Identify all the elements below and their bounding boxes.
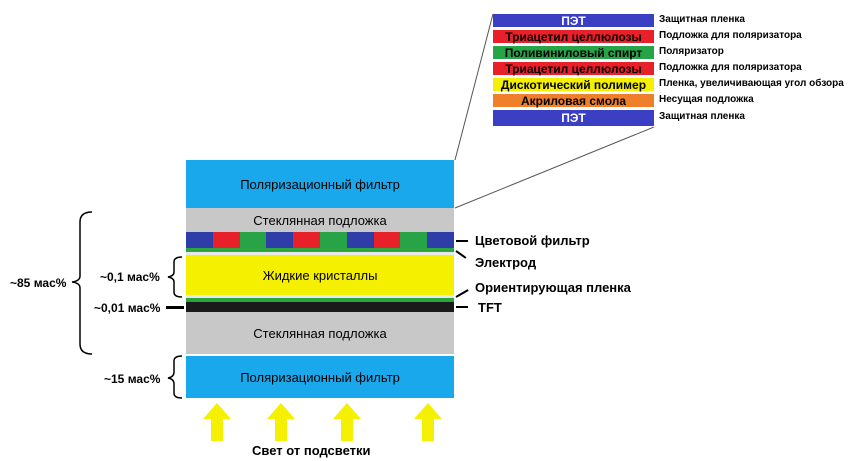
pol-desc: Защитная пленка — [659, 14, 745, 25]
cf-cell — [319, 232, 347, 248]
pol-row-acrylic: Акриловая смола — [493, 94, 654, 108]
cf-cell — [346, 232, 374, 248]
electrode-bottom-layer — [186, 298, 454, 302]
backlight-arrow-icon — [203, 403, 231, 441]
divider-line — [186, 354, 454, 356]
color-filter-pointer — [456, 240, 468, 242]
cf-cell — [266, 232, 294, 248]
cf-cell — [239, 232, 267, 248]
liquid-crystal-label: Жидкие кристаллы — [262, 267, 378, 283]
alignment-top-layer — [186, 252, 454, 255]
pol-row-label: ПЭТ — [561, 13, 586, 28]
pol-row-pet-bottom: ПЭТ — [493, 110, 654, 127]
pol-desc: Поляризатор — [659, 46, 724, 57]
tft-label: TFT — [478, 300, 502, 315]
pol-row-discotic: Дискотический полимер — [493, 78, 654, 92]
pol-row-label: Акриловая смола — [520, 93, 627, 108]
pol-row-pet-top: ПЭТ — [493, 14, 654, 28]
color-filter-label: Цветовой фильтр — [475, 233, 590, 248]
color-filter-layer — [186, 232, 454, 248]
pol-row-pva: Поливиниловый спирт — [493, 46, 654, 60]
bottom-glass-layer: Стеклянная подложка — [186, 312, 454, 354]
pct-85-label: ~85 мас% — [10, 276, 67, 290]
bottom-glass-label: Стеклянная подложка — [253, 325, 387, 341]
pol-desc: Подложка для поляризатора — [659, 30, 802, 41]
cf-cell — [400, 232, 428, 248]
pol-row-label: Триацетил целлюлозы — [505, 61, 642, 76]
alignment-bottom-layer — [186, 295, 454, 298]
cf-cell — [293, 232, 320, 248]
bottom-polarizer-layer: Поляризационный фильтр — [186, 356, 454, 398]
top-glass-label: Стеклянная подложка — [253, 212, 387, 228]
cf-cell — [212, 232, 240, 248]
cf-cell — [186, 232, 213, 248]
top-polarizer-label: Поляризационный фильтр — [240, 176, 400, 192]
backlight-arrow-icon — [267, 403, 295, 441]
electrode-top-layer — [186, 248, 454, 252]
brackets — [71, 211, 184, 399]
pct-thin-label: ~0,01 мас% — [94, 301, 161, 315]
bottom-polarizer-label: Поляризационный фильтр — [240, 369, 400, 385]
pol-row-label: ПЭТ — [561, 111, 586, 125]
alignment-film-label: Ориентирующая пленка — [475, 280, 631, 295]
pol-row-tac-2: Триацетил целлюлозы — [493, 62, 654, 76]
bracket-85 — [71, 211, 93, 355]
cf-cell — [373, 232, 401, 248]
pol-row-label: Дискотический полимер — [500, 77, 647, 92]
pol-row-label: Поливиниловый спирт — [504, 45, 643, 60]
pol-row-label: Триацетил целлюлозы — [505, 29, 642, 44]
backlight-arrow-icon — [333, 403, 361, 441]
pct-polarizer-label: ~15 мас% — [104, 372, 161, 386]
tft-layer — [186, 302, 454, 312]
pol-row-tac-1: Триацетил целлюлозы — [493, 30, 654, 44]
electrode-label: Электрод — [475, 255, 537, 270]
backlight-arrow-icon — [414, 403, 442, 441]
top-glass-layer: Стеклянная подложка — [186, 208, 454, 232]
top-polarizer-layer: Поляризационный фильтр — [186, 160, 454, 208]
liquid-crystal-layer: Жидкие кристаллы — [186, 255, 454, 295]
pol-desc: Пленка, увеличивающая угол обзора — [659, 78, 844, 89]
thin-pointer — [166, 306, 184, 309]
tft-pointer — [456, 306, 468, 308]
bracket-pol — [167, 355, 183, 399]
pol-desc: Подложка для поляризатора — [659, 62, 802, 73]
pct-lc-label: ~0,1 мас% — [100, 270, 160, 284]
pol-desc: Несущая подложка — [659, 94, 754, 105]
bracket-lc — [167, 256, 183, 298]
pol-desc: Защитная пленка — [659, 111, 745, 122]
backlight-label: Свет от подсветки — [252, 443, 371, 458]
cf-cell — [427, 232, 454, 248]
